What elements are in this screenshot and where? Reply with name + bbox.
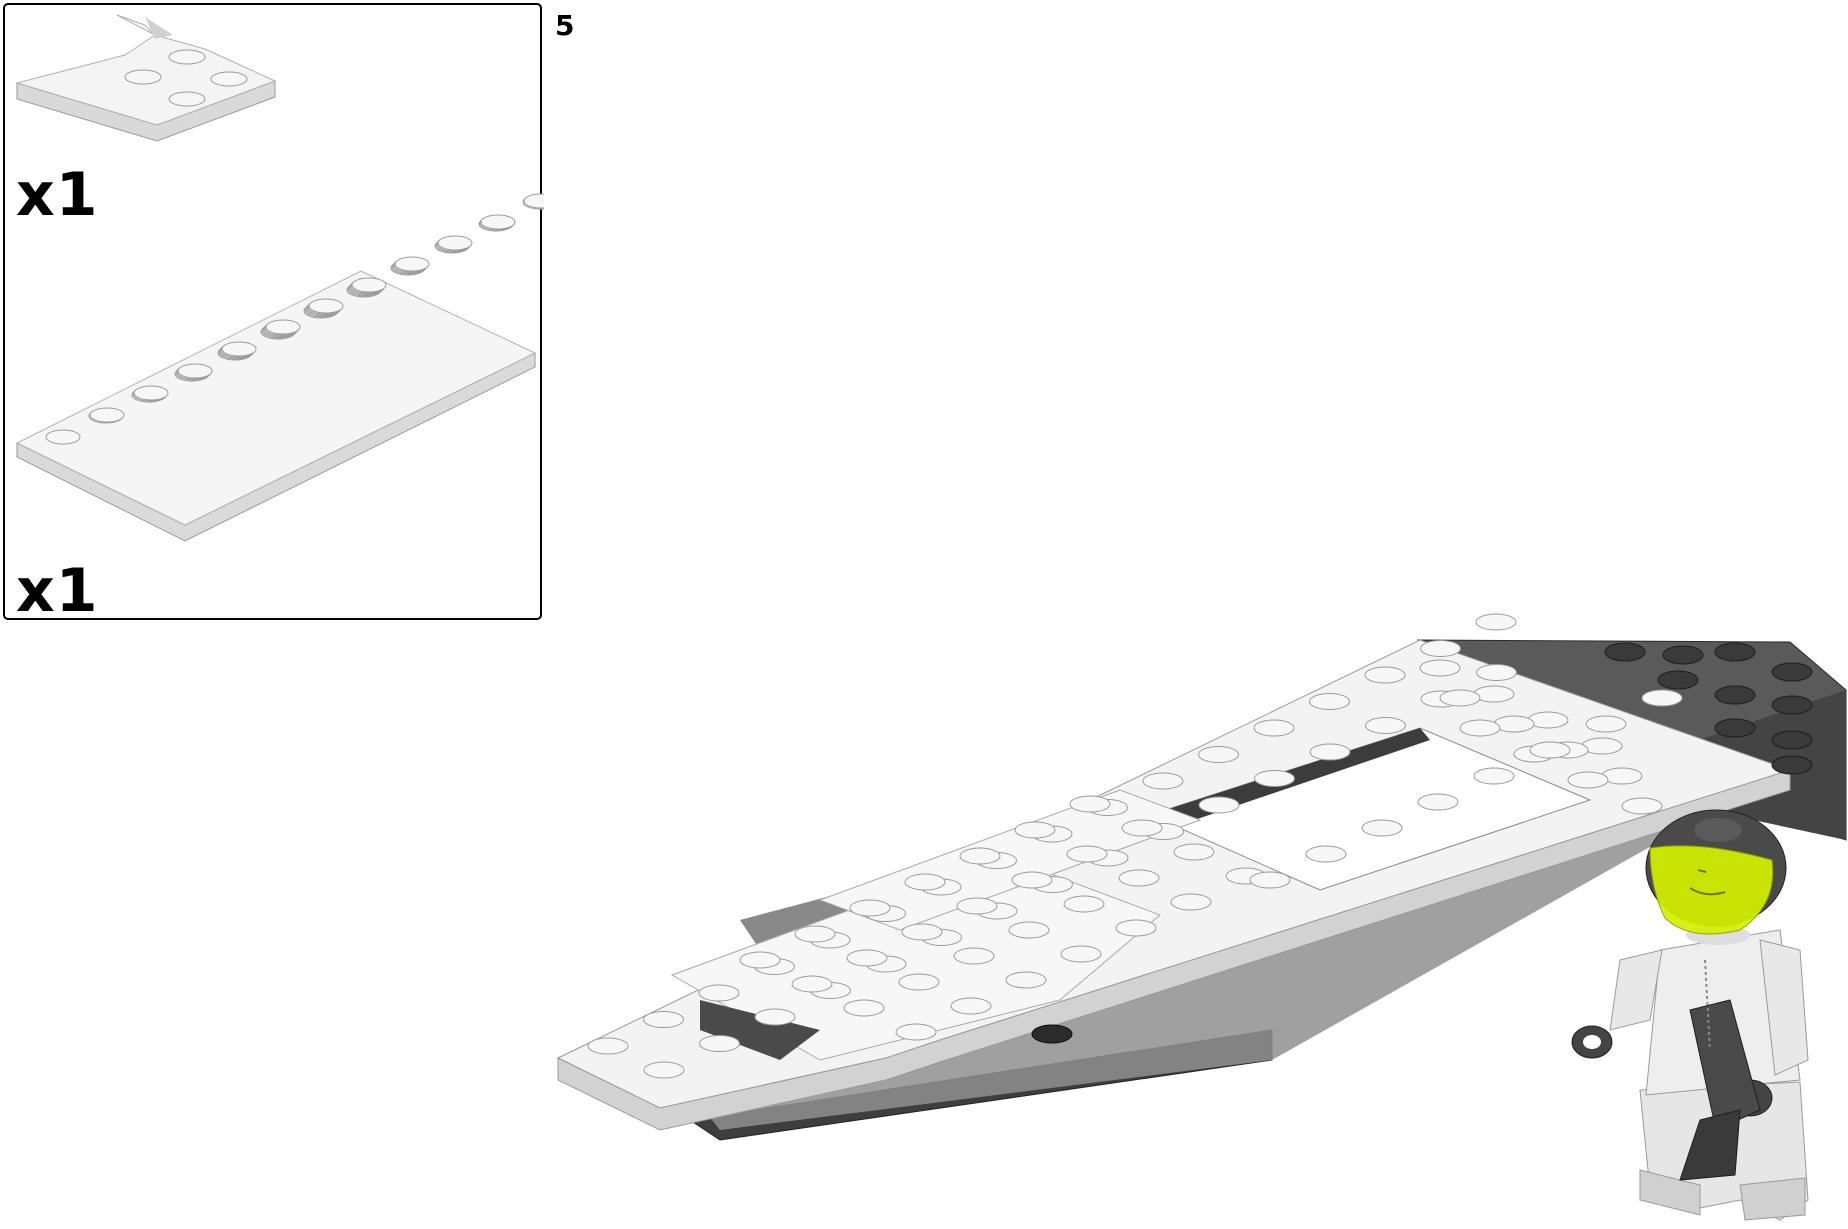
visor [1649, 845, 1774, 935]
stud-icon [1771, 695, 1813, 715]
stud-icon [351, 277, 387, 293]
stud-icon [1305, 845, 1347, 863]
stud-icon [754, 1008, 796, 1026]
stud-icon [45, 429, 81, 445]
stud-icon [1014, 821, 1056, 839]
stud-icon [643, 1061, 685, 1079]
stud-icon [1662, 645, 1704, 665]
stud-icon [843, 999, 885, 1017]
stud-icon [587, 1037, 629, 1055]
stud-icon [1419, 659, 1461, 677]
white-plate-6x8-icon [15, 270, 537, 542]
stud-icon [394, 256, 430, 272]
stud-icon [1309, 743, 1351, 761]
stud-icon [1473, 767, 1515, 785]
plate-studs [45, 193, 544, 445]
stud-icon [1475, 613, 1517, 631]
stud-icon [1604, 642, 1646, 662]
stud-icon [1118, 869, 1160, 887]
stud-icon [1439, 689, 1481, 707]
stud-icon [1254, 770, 1295, 787]
stud-icon [1621, 797, 1663, 815]
white-wedge-plate-icon [15, 14, 277, 142]
stud-icon [1771, 662, 1813, 682]
stud-icon [1714, 642, 1756, 662]
stud-icon [1005, 971, 1047, 989]
stud-icon [1173, 843, 1215, 861]
parts-callout: x1 x1 [3, 3, 544, 626]
stud-icon [849, 899, 891, 917]
stud-icon [1459, 719, 1501, 737]
stud-icon [959, 847, 1001, 865]
stud-icon [1361, 819, 1403, 837]
stud-icon [1121, 819, 1163, 837]
stud-icon [1714, 685, 1756, 705]
stud-icon [265, 319, 301, 335]
stud-icon [1420, 640, 1461, 657]
stud-icon [308, 298, 344, 314]
stud-icon [1198, 746, 1239, 763]
stud-icon [794, 925, 836, 943]
stud-icon [956, 897, 998, 915]
parts-illustration [15, 14, 544, 542]
stud-icon [523, 193, 544, 209]
stud-icon [901, 923, 943, 941]
stud-icon [791, 975, 833, 993]
stud-icon [895, 1023, 937, 1041]
stud-icon [1771, 730, 1813, 750]
stud-icon [904, 873, 946, 891]
stud-icon [699, 1035, 740, 1052]
stud-icon [1529, 741, 1571, 759]
stud-icon [1066, 845, 1108, 863]
stud-icon [1309, 693, 1350, 710]
stud-icon [739, 951, 781, 969]
stud-icon [1771, 755, 1813, 775]
stud-icon [1567, 771, 1609, 789]
step-number: 5 [555, 9, 575, 42]
hull-studs [587, 613, 1683, 1079]
part-quantity-plate: x1 [16, 556, 99, 626]
stud-icon [1641, 689, 1683, 707]
stud-icon [1364, 666, 1406, 684]
stud-icon [1714, 718, 1756, 738]
stud-icon [953, 947, 995, 965]
stud-icon [1008, 921, 1050, 939]
stud-icon [437, 235, 473, 251]
stud-icon [643, 1011, 684, 1028]
stud-icon [1476, 664, 1517, 681]
spaceman-minifigure [1571, 809, 1809, 1221]
wing-studs [1604, 642, 1813, 775]
stud-icon [221, 341, 257, 357]
stud-icon [1198, 796, 1240, 814]
stud-icon [177, 363, 213, 379]
stud-icon [1069, 795, 1111, 813]
stud-icon [1063, 895, 1105, 913]
stud-icon [133, 385, 169, 401]
part-quantity-wedge: x1 [16, 160, 99, 230]
stud-icon [1417, 793, 1459, 811]
stud-icon [1142, 772, 1184, 790]
stud-icon [1365, 717, 1406, 734]
stud-icon [1249, 871, 1291, 889]
stud-icon [898, 973, 940, 991]
stud-icon [1060, 945, 1102, 963]
stud-icon [1011, 871, 1053, 889]
stud-icon [1115, 919, 1157, 937]
stud-icon [1585, 715, 1627, 733]
stud-icon [1657, 670, 1699, 690]
stud-icon [1253, 719, 1295, 737]
stud-icon [846, 949, 888, 967]
stud-icon [698, 984, 740, 1002]
stud-icon [89, 407, 125, 423]
stud-icon [950, 997, 992, 1015]
stud-icon [480, 214, 516, 230]
stud-icon [1170, 893, 1212, 911]
